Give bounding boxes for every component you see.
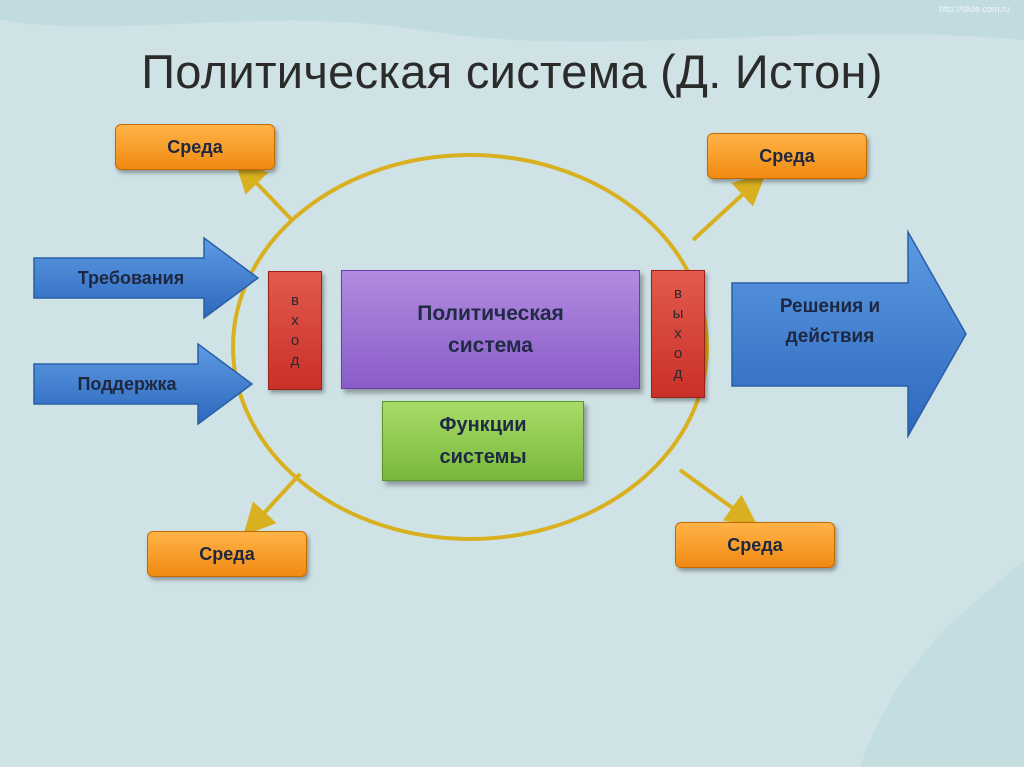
functions-label: Функции системы [439, 414, 527, 468]
block-letter: о [673, 345, 683, 362]
block-letter: о [290, 331, 300, 349]
bg-swirl-top [0, 0, 1024, 42]
page-title: Политическая система (Д. Истон) [141, 45, 883, 98]
arrow-to-env-top-left [234, 160, 294, 222]
political-system-label: Политическая система [417, 301, 564, 357]
support-arrow [33, 342, 254, 426]
env-top-left-box: Среда [115, 124, 275, 170]
arrow-to-env-bottom-right [678, 468, 758, 527]
output-arrow [731, 229, 967, 439]
demands-arrow [33, 236, 260, 320]
arrow-to-env-top-right [691, 173, 766, 242]
block-letter: ы [672, 305, 684, 322]
block-letter: в [674, 285, 682, 302]
support-label: Поддержка [77, 374, 177, 394]
block-letter: в [291, 291, 299, 309]
block-letter: д [673, 365, 683, 382]
block-letter: д [290, 351, 300, 369]
political-system-box: Политическая система [341, 270, 640, 389]
demands-label: Требования [77, 268, 185, 288]
arrow-to-env-bottom-left [243, 472, 302, 536]
bg-swirl-right [860, 560, 1024, 767]
env-bottom-right-box: Среда [675, 522, 835, 568]
block-letter: х [674, 325, 682, 342]
output-label: Решения и действия [779, 296, 881, 347]
env-top-right-box: Среда [707, 133, 867, 179]
watermark: http://slide.com.ru [938, 4, 1010, 14]
functions-box: Функции системы [382, 401, 584, 481]
env-bottom-left-box: Среда [147, 531, 307, 577]
block-letter: х [291, 311, 299, 329]
system-ellipse [231, 153, 709, 541]
